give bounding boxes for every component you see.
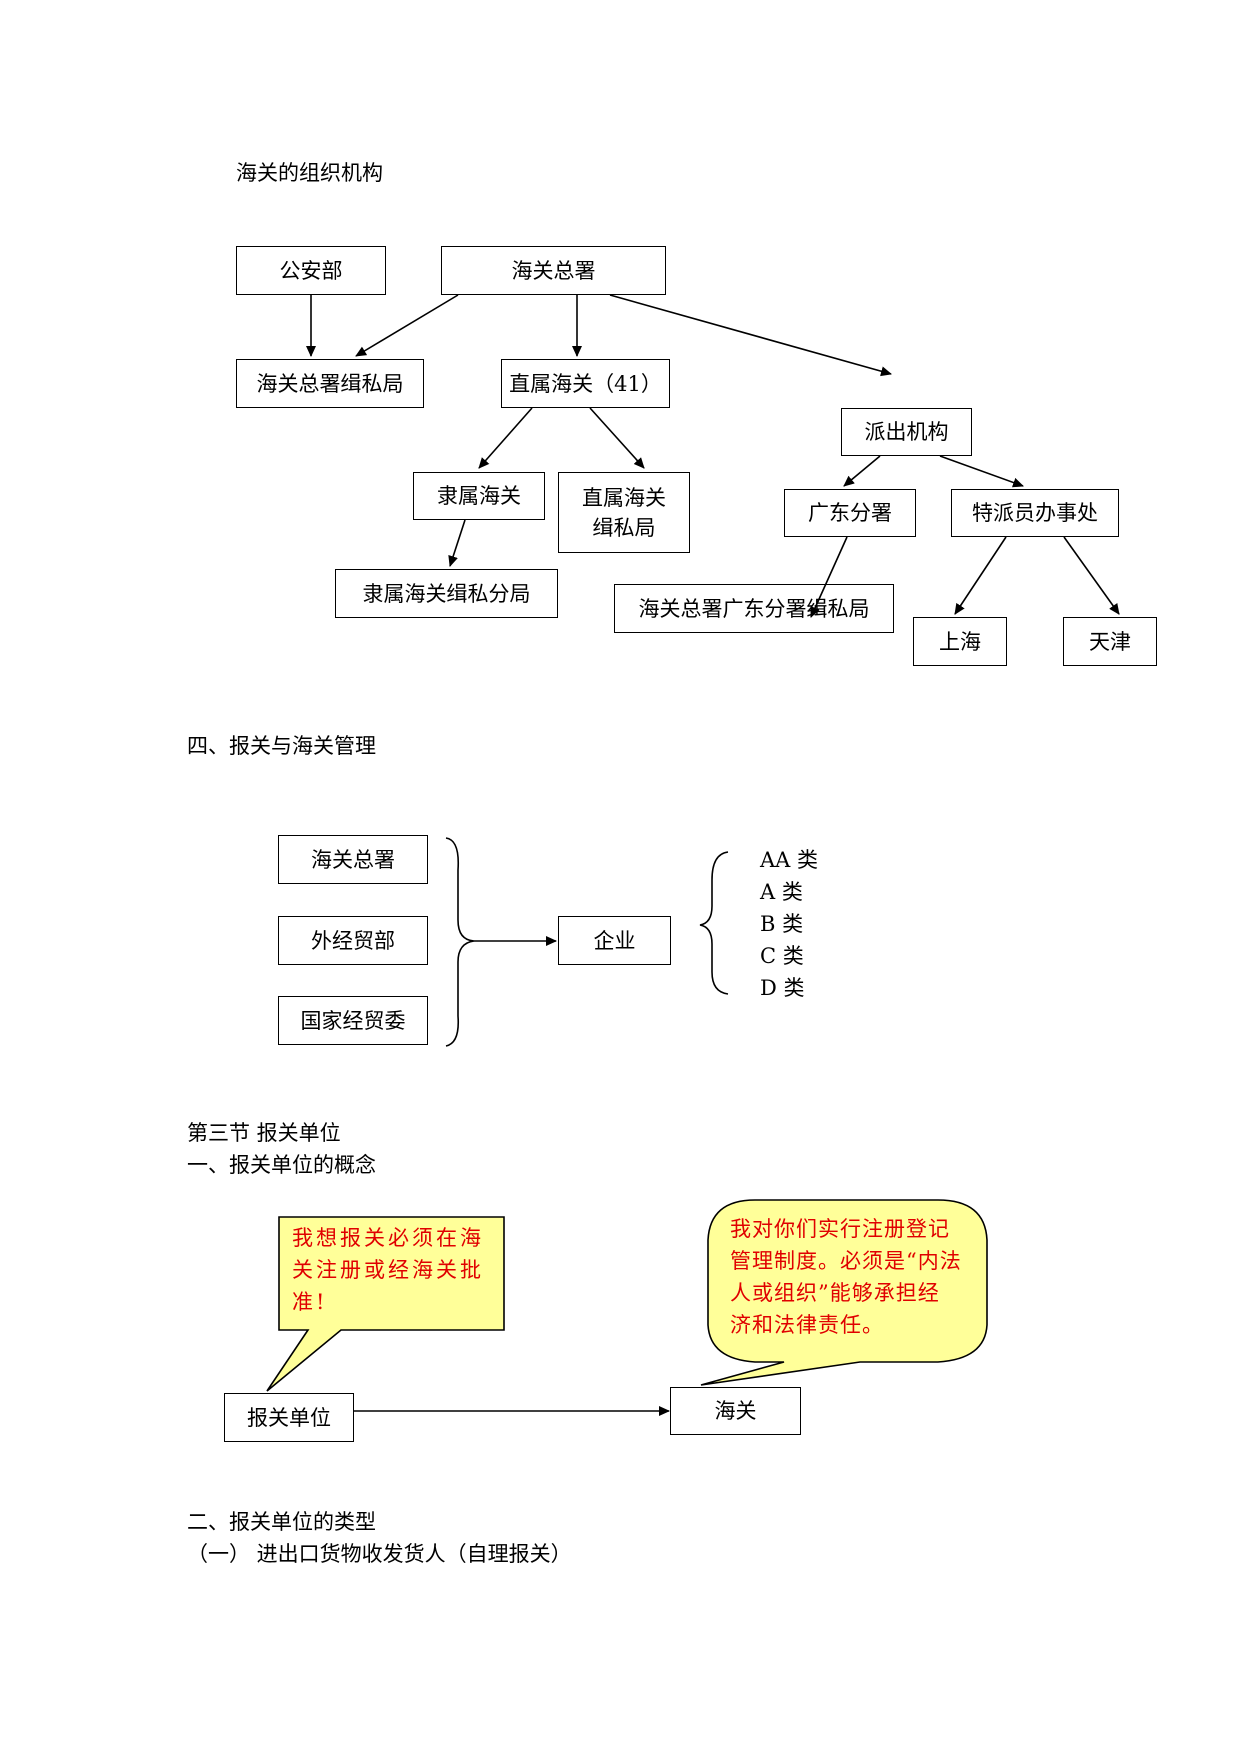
box-baoguandanwei: 报关单位	[224, 1393, 354, 1442]
section-title-types: 二、报关单位的类型	[187, 1510, 376, 1534]
arrow-paichu-guangdong	[843, 455, 881, 487]
node-guangdong: 广东分署	[784, 489, 916, 537]
bubble-left-text: 我想报关必须在海 关注册或经海关批 准!	[292, 1226, 484, 1314]
section-heading-baoguandanwei: 第三节 报关单位	[187, 1121, 341, 1145]
node-lishu: 隶属海关	[413, 472, 545, 520]
speech-bubble-left	[266, 1216, 505, 1392]
arrow-zhishu-lishu	[478, 407, 533, 469]
arrow-tepai-tianjin	[1063, 536, 1120, 615]
right-brace	[699, 851, 729, 995]
arrow-tepai-shanghai	[954, 536, 1007, 615]
class-aa: AA 类	[760, 848, 819, 872]
arrow-paichu-tepai	[939, 455, 1024, 488]
node-gd-jisi: 海关总署广东分署缉私局	[614, 584, 894, 633]
node-tianjin: 天津	[1063, 617, 1157, 666]
box-haiguan: 海关	[670, 1387, 801, 1435]
arrow-zongshu-jisiju	[355, 294, 459, 357]
arrow-zongshu-paichu	[609, 294, 892, 377]
box-haiguanzongshu: 海关总署	[278, 835, 428, 884]
node-jisiju: 海关总署缉私局	[236, 359, 424, 408]
node-lishu-jisi: 隶属海关缉私分局	[335, 569, 558, 618]
speech-bubble-right	[700, 1199, 988, 1386]
node-gonganbu: 公安部	[236, 246, 386, 295]
bubble-right-text: 我对你们实行注册登记 管理制度。必须是“内法 人或组织”能够承担经 济和法律责任…	[730, 1217, 962, 1337]
left-bracket	[445, 837, 475, 1047]
arrow-lishu-lishujisi	[448, 519, 466, 567]
section-title-baoguan: 四、报关与海关管理	[187, 734, 376, 758]
arrow-zhishu-zhishujisi	[589, 407, 645, 469]
box-qiye: 企业	[558, 916, 671, 965]
subheading-concept: 一、报关单位的概念	[187, 1153, 376, 1177]
box-guojiajingmaowei: 国家经贸委	[278, 996, 428, 1045]
types-item-1: （一） 进出口货物收发货人（自理报关）	[187, 1542, 572, 1566]
class-a: A 类	[760, 880, 803, 904]
node-tepai: 特派员办事处	[951, 489, 1119, 537]
node-zhishu-jisi: 直属海关 缉私局	[558, 472, 690, 553]
class-d: D 类	[760, 976, 805, 1000]
arrow-guangdong-gdjisi	[810, 536, 848, 618]
node-zhishu: 直属海关（41）	[501, 359, 670, 408]
org-chart-title: 海关的组织机构	[236, 161, 383, 185]
box-waijingmaobu: 外经贸部	[278, 916, 428, 965]
node-shanghai: 上海	[913, 617, 1007, 666]
class-c: C 类	[760, 944, 804, 968]
node-paichu: 派出机构	[841, 408, 972, 456]
class-b: B 类	[760, 912, 804, 936]
node-zongshu: 海关总署	[441, 246, 666, 295]
